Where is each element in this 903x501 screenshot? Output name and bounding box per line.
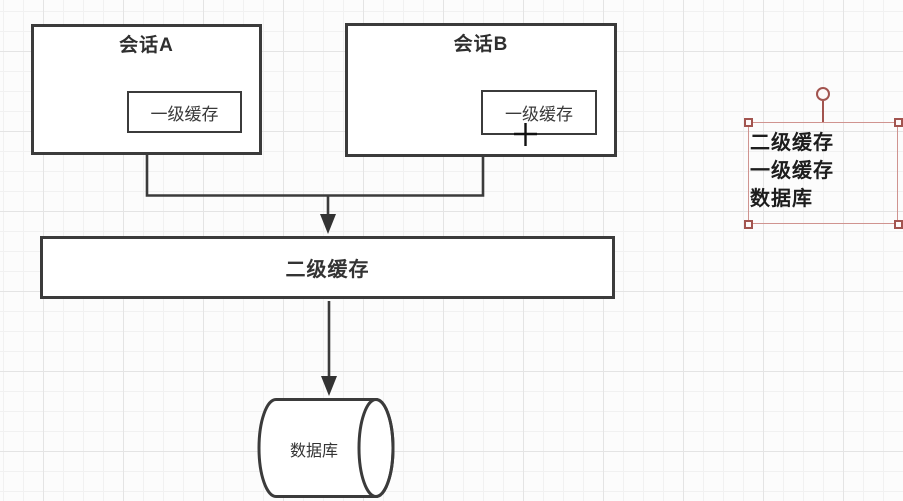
shape-session-a[interactable]: 会话A [31, 24, 262, 155]
session-b-title: 会话B [453, 34, 509, 55]
connector-arrow-to-database[interactable] [321, 301, 337, 396]
rotation-handle[interactable] [816, 87, 830, 101]
selected-text-line: 数据库 [750, 188, 813, 210]
shape-l1-cache-b[interactable]: 一级缓存 [481, 90, 597, 135]
selected-text-line: 二级缓存 [750, 132, 834, 154]
l1-cache-b-label: 一级缓存 [505, 105, 573, 124]
selected-text-line: 一级缓存 [750, 160, 834, 182]
arrowhead-icon [321, 376, 337, 396]
database-label: 数据库 [289, 443, 338, 460]
l2-cache-label: 二级缓存 [285, 259, 370, 281]
arrowhead-icon [320, 214, 336, 234]
selection-handle-top-right[interactable] [893, 117, 903, 127]
connector-sessions-merge[interactable] [145, 154, 485, 197]
selection-handle-top-left[interactable] [743, 117, 753, 127]
rotation-handle-stem [822, 101, 824, 122]
connector-arrow-to-l2-cache[interactable] [320, 195, 336, 235]
shape-l2-cache[interactable]: 二级缓存 [40, 236, 615, 299]
selection-handle-bottom-right[interactable] [893, 219, 903, 229]
shape-l1-cache-a[interactable]: 一级缓存 [127, 91, 242, 133]
selection-handle-bottom-left[interactable] [743, 219, 753, 229]
selected-text-element[interactable] [748, 122, 898, 224]
selected-text-content[interactable]: 二级缓存 一级缓存 数据库 [750, 129, 896, 213]
session-a-title: 会话A [119, 35, 174, 56]
l1-cache-a-label: 一级缓存 [150, 104, 219, 124]
